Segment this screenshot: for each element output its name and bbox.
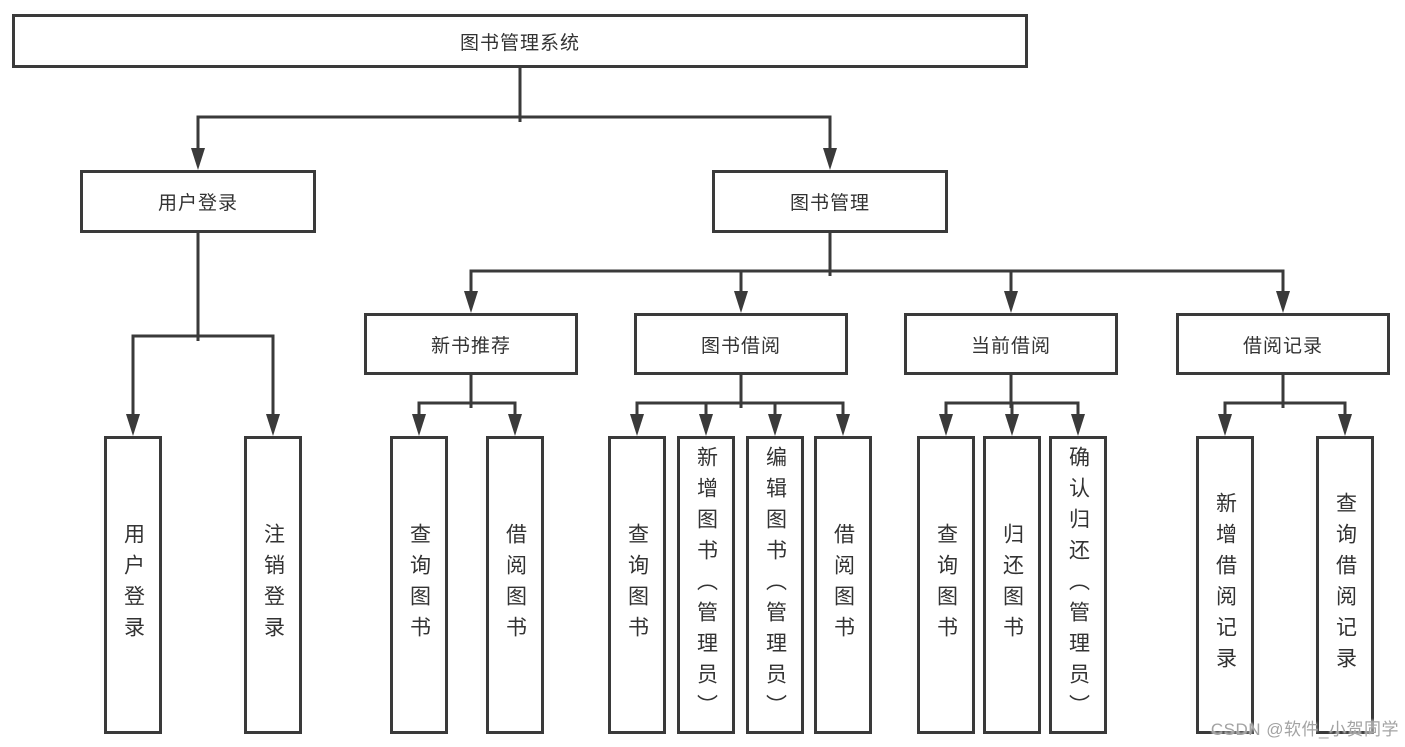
leaf-edit-book-admin-label: 编辑图书（管理员） xyxy=(763,445,787,725)
leaf-return-books: 归还图书 xyxy=(983,436,1041,734)
leaf-add-borrow-record-label: 新增借阅记录 xyxy=(1213,492,1237,678)
leaf-add-borrow-record: 新增借阅记录 xyxy=(1196,436,1254,734)
node-book-borrowing-label: 图书借阅 xyxy=(700,335,781,357)
node-borrowing-records: 借阅记录 xyxy=(1176,313,1390,375)
node-root: 图书管理系统 xyxy=(12,14,1028,68)
leaf-query-borrow-record: 查询借阅记录 xyxy=(1316,436,1374,734)
leaf-user-login: 用户登录 xyxy=(104,436,162,734)
connector-book-management-to-level3 xyxy=(464,233,1290,313)
node-user-login-label: 用户登录 xyxy=(157,193,238,214)
leaf-return-books-label: 归还图书 xyxy=(1000,523,1024,647)
node-new-book-recommend-label: 新书推荐 xyxy=(430,335,511,357)
leaf-query-borrow-record-label: 查询借阅记录 xyxy=(1333,492,1357,678)
leaf-add-book-admin: 新增图书（管理员） xyxy=(677,436,735,734)
leaf-query-books-recommend-label: 查询图书 xyxy=(407,523,431,647)
leaf-logout-label: 注销登录 xyxy=(261,523,285,647)
leaf-confirm-return-admin-label: 确认归还（管理员） xyxy=(1066,445,1090,725)
leaf-borrow-books-borrowing-label: 借阅图书 xyxy=(831,523,855,647)
node-book-management: 图书管理 xyxy=(712,170,948,233)
leaf-logout: 注销登录 xyxy=(244,436,302,734)
node-current-borrowing: 当前借阅 xyxy=(904,313,1118,375)
leaf-query-books-recommend: 查询图书 xyxy=(390,436,448,734)
leaf-borrow-books-recommend-label: 借阅图书 xyxy=(503,523,527,647)
node-current-borrowing-label: 当前借阅 xyxy=(970,335,1051,357)
node-book-management-label: 图书管理 xyxy=(789,193,870,214)
leaf-borrow-books-borrowing: 借阅图书 xyxy=(814,436,872,734)
node-borrowing-records-label: 借阅记录 xyxy=(1242,335,1323,357)
leaf-query-books-current: 查询图书 xyxy=(917,436,975,734)
connector-book-borrowing-to-leaves xyxy=(630,375,850,436)
watermark: CSDN @软件_小贺同学 xyxy=(1210,720,1399,739)
connector-user-login-to-leaves xyxy=(126,233,280,436)
leaf-confirm-return-admin: 确认归还（管理员） xyxy=(1049,436,1107,734)
connector-borrowing-records-to-leaves xyxy=(1218,375,1352,436)
leaf-user-login-label: 用户登录 xyxy=(121,523,145,647)
connector-current-borrowing-to-leaves xyxy=(939,375,1085,436)
leaf-edit-book-admin: 编辑图书（管理员） xyxy=(746,436,804,734)
node-root-label: 图书管理系统 xyxy=(459,32,580,54)
leaf-borrow-books-recommend: 借阅图书 xyxy=(486,436,544,734)
node-new-book-recommend: 新书推荐 xyxy=(364,313,578,375)
connector-root-to-level2 xyxy=(191,68,837,170)
leaf-add-book-admin-label: 新增图书（管理员） xyxy=(694,445,718,725)
leaf-query-books-borrowing: 查询图书 xyxy=(608,436,666,734)
leaf-query-books-borrowing-label: 查询图书 xyxy=(625,523,649,647)
leaf-query-books-current-label: 查询图书 xyxy=(934,523,958,647)
node-book-borrowing: 图书借阅 xyxy=(634,313,848,375)
connector-new-book-recommend-to-leaves xyxy=(412,375,522,436)
node-user-login: 用户登录 xyxy=(80,170,316,233)
